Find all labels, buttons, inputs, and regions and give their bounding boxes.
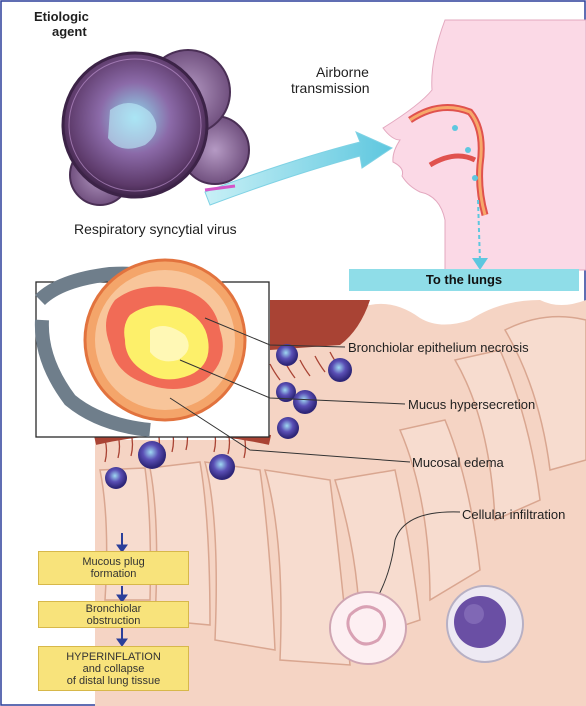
step-mucous-plug-line1: Mucous plug: [39, 556, 188, 568]
step-bronchiolar-obstruction: Bronchiolar obstruction: [38, 601, 189, 628]
virus-name-label: Respiratory syncytial virus: [74, 222, 237, 237]
step-mucous-plug-line2: formation: [39, 568, 188, 580]
etiologic-agent-label-line2: agent: [52, 24, 87, 39]
mucus-label: Mucus hypersecretion: [408, 397, 535, 412]
step-obstruction-line1: Bronchiolar: [39, 603, 188, 615]
step-hyperinflation-line3: of distal lung tissue: [39, 675, 188, 687]
step-obstruction-line2: obstruction: [39, 615, 188, 627]
transmission-label-line1: Airborne: [316, 65, 369, 80]
head-profile: [383, 20, 586, 270]
necrosis-label: Bronchiolar epithelium necrosis: [348, 340, 529, 355]
step-hyperinflation: HYPERINFLATION and collapse of distal lu…: [38, 646, 189, 691]
transmission-label-line2: transmission: [291, 81, 370, 96]
edema-label: Mucosal edema: [412, 455, 504, 470]
etiologic-agent-label-line1: Etiologic: [34, 9, 89, 24]
inset-cross-section: [36, 260, 269, 437]
to-lungs-callout: To the lungs: [349, 269, 579, 291]
step-hyperinflation-line2: and collapse: [39, 663, 188, 675]
virus-cluster: [63, 50, 249, 205]
step-hyperinflation-line1: HYPERINFLATION: [39, 651, 188, 663]
infiltration-label: Cellular infiltration: [462, 507, 565, 522]
step-mucous-plug: Mucous plug formation: [38, 551, 189, 585]
